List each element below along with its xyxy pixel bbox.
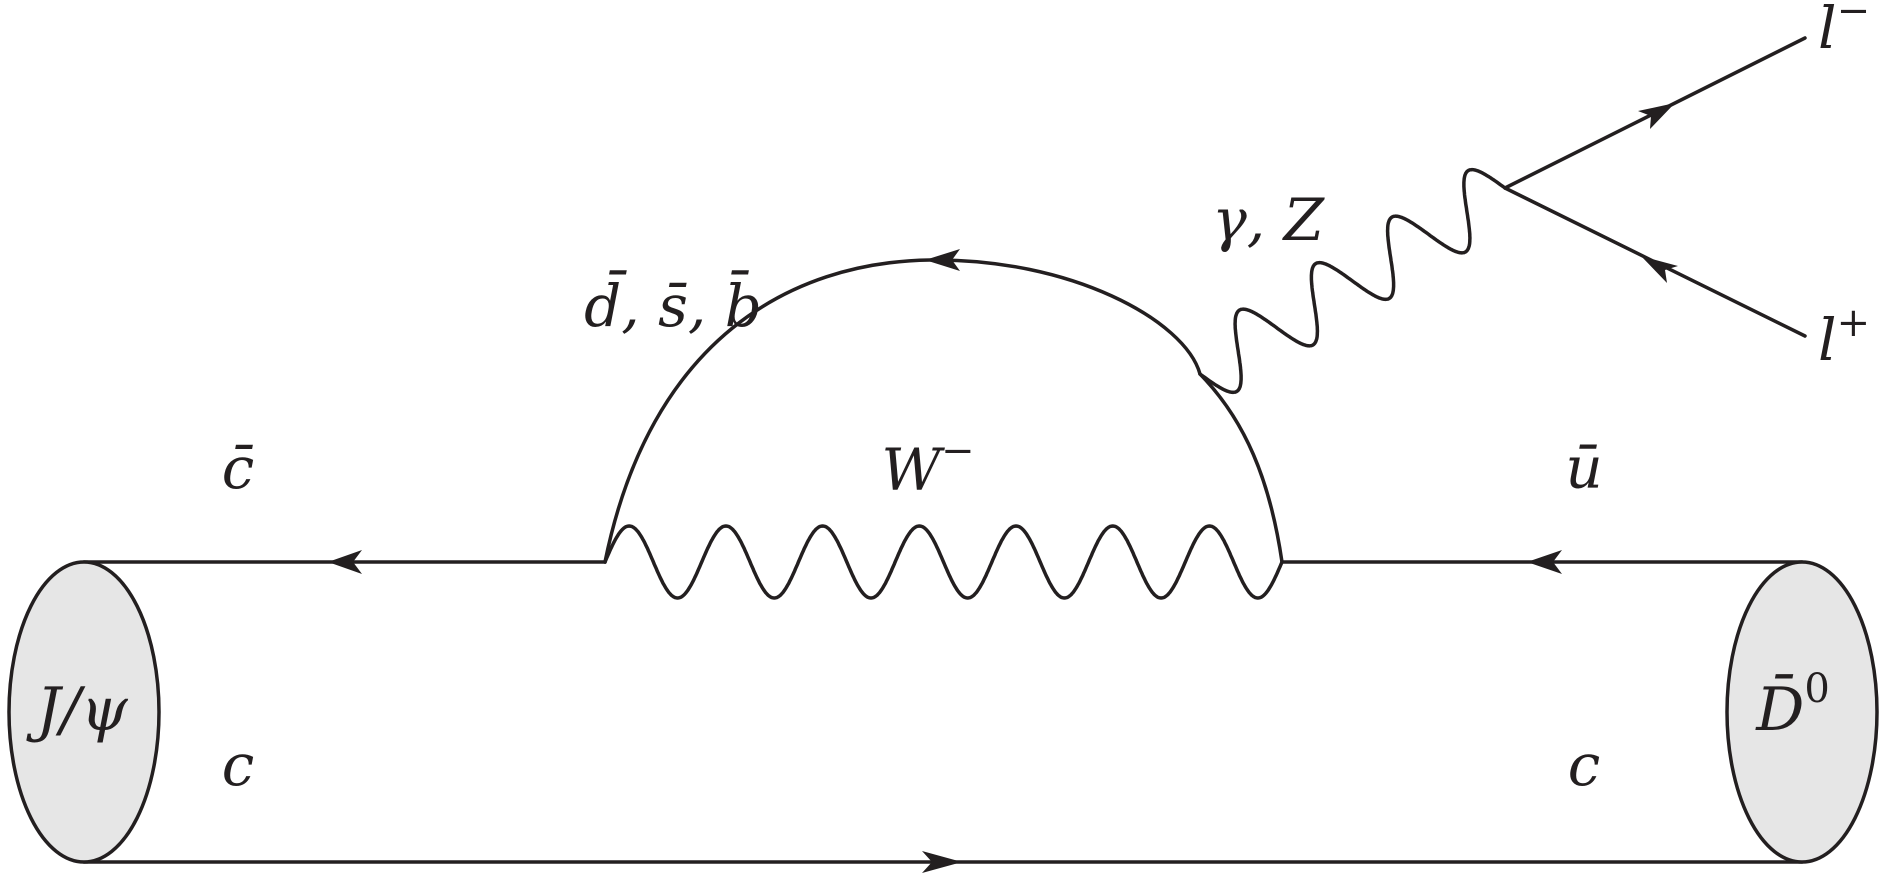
lepton-minus-superscript: − — [1837, 0, 1871, 34]
quark-top-right-label: ū — [1565, 434, 1602, 502]
loop-quarks-label: d̄, s̄, b̄ — [584, 269, 762, 340]
top-right-arrow — [1527, 550, 1562, 574]
w-boson-symbol: W — [881, 436, 945, 504]
quark-loop-arc — [603, 258, 1284, 564]
w-boson-label: W− — [881, 428, 974, 504]
lepton-plus-arrow — [1641, 256, 1678, 283]
initial-state-label: J/ψ — [25, 675, 128, 745]
loop-arrow — [925, 249, 960, 271]
quark-top-left-label: c̄ — [222, 434, 254, 502]
neutral-boson-label: γ, Z — [1212, 186, 1326, 254]
final-state-superscript: 0 — [1804, 666, 1829, 712]
bottom-quark-arrow — [922, 851, 962, 873]
initial-state-blob — [7, 560, 161, 864]
lepton-minus-arrow — [1638, 103, 1675, 129]
lepton-plus-symbol: l — [1818, 306, 1837, 374]
photon-z-wavy-line — [1198, 167, 1507, 395]
w-boson-superscript: − — [941, 428, 975, 474]
final-state-blob — [1725, 560, 1879, 864]
quark-bottom-right-label: c — [1568, 731, 1600, 799]
w-boson-wavy-line — [603, 524, 1284, 600]
lepton-plus-superscript: + — [1837, 300, 1871, 346]
lepton-minus-symbol: l — [1818, 0, 1837, 62]
top-left-arrow — [328, 550, 362, 574]
final-state-label: D̄0 — [1755, 666, 1830, 745]
lepton-plus-label: l+ — [1818, 300, 1870, 374]
final-state-symbol: D̄ — [1755, 674, 1804, 745]
lepton-minus-label: l− — [1818, 0, 1870, 62]
quark-bottom-left-label: c — [222, 731, 254, 799]
